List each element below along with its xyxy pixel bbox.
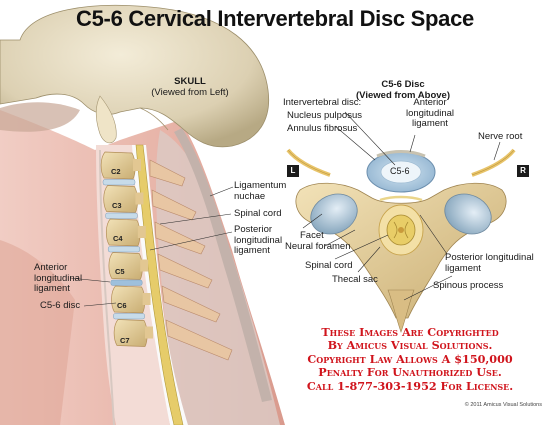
- label-annulus-fibrosus: Annulus fibrosus: [287, 123, 358, 134]
- label-posterior-ligament-axial: Posterior longitudinal ligament: [445, 252, 534, 274]
- label-facet: Facet: [300, 230, 324, 241]
- posterior-ligament-band: [379, 195, 423, 202]
- skull-caption-line2: (Viewed from Left): [151, 86, 229, 98]
- anterior-longitudinal-ligament-line: [99, 149, 115, 425]
- right-side-marker: R: [517, 165, 529, 177]
- vertebra-label-c5: C5: [115, 267, 125, 276]
- disc-view-caption-line2: (Viewed from Above): [356, 89, 450, 101]
- label-spinous-process: Spinous process: [433, 280, 504, 291]
- copyright-line-2: By Amicus Visual Solutions.: [327, 338, 493, 353]
- anterior-ligament-band: [376, 150, 426, 158]
- label-posterior-ligament-side: Posterior longitudinal ligament: [234, 224, 283, 257]
- label-spinal-cord-axial: Spinal cord: [305, 260, 353, 271]
- vertebra-label-c4: C4: [113, 234, 123, 243]
- skull-caption-line1: SKULL: [174, 76, 206, 87]
- label-ligamentum-nuchae-line2: nuchae: [234, 190, 266, 202]
- cord-grey-matter-center: [398, 227, 404, 233]
- intervertebral-disc-c6: [113, 313, 145, 320]
- leader-lines: [69, 111, 501, 307]
- label-posterior-ligament-axial-line2: ligament: [445, 262, 481, 274]
- label-posterior-ligament-side-line1: Posterior: [234, 224, 273, 235]
- label-nucleus-pulposus: Nucleus pulposus: [287, 110, 362, 121]
- intervertebral-disc-c5: [110, 279, 143, 286]
- label-neural-foramen: Neural foramen: [285, 241, 351, 252]
- label-posterior-ligament-axial-line1: Posterior longitudinal: [445, 252, 534, 263]
- vertebral-body-c7: [113, 319, 148, 347]
- label-spinal-cord-side: Spinal cord: [234, 208, 282, 219]
- intervertebral-disc-c4: [107, 246, 141, 253]
- label-c56-disc: C5-6 disc: [40, 300, 81, 311]
- skull: [0, 4, 270, 148]
- nerve-root-right: [471, 148, 516, 177]
- vertebral-body-c2: [100, 151, 136, 180]
- copyright-notice: These Images Are Copyrighted By Amicus V…: [270, 325, 550, 393]
- jaw-shadow: [0, 102, 80, 132]
- label-anterior-ligament-side: Anterior longitudinal ligament: [34, 262, 83, 295]
- vertebral-body-c4: [105, 218, 141, 247]
- disc-view-caption-line1: C5-6 Disc: [381, 79, 425, 90]
- label-posterior-ligament-side-line2: longitudinal: [234, 234, 283, 246]
- vertebral-bodies: [99, 149, 153, 425]
- vertebral-body-c6: [111, 285, 146, 314]
- copyright-line-1: These Images Are Copyrighted: [321, 325, 499, 339]
- pedicle-c5: [140, 259, 149, 272]
- label-anterior-ligament-axial-line2: longitudinal: [405, 107, 455, 119]
- label-nerve-root: Nerve root: [478, 131, 523, 142]
- vertebra-label-c7: C7: [120, 336, 130, 345]
- diagram-title: C5-6 Cervical Intervertebral Disc Space: [76, 6, 474, 31]
- intervertebral-disc-c2: [102, 179, 136, 186]
- label-anterior-ligament-axial-line3: ligament: [412, 118, 448, 129]
- vertebra-label-c2: C2: [111, 167, 121, 176]
- spinous-processes-side: [149, 159, 233, 361]
- copyright-line-3: Copyright Law Allows A $150,000: [307, 351, 513, 366]
- ligamentum-nuchae: [174, 128, 272, 402]
- left-side-marker: L: [287, 165, 299, 177]
- label-posterior-ligament-side-line3: ligament: [234, 245, 270, 256]
- label-thecal-sac: Thecal sac: [332, 274, 378, 285]
- nerve-root-detail-right: [471, 149, 515, 176]
- image-credit: © 2011 Amicus Visual Solutions: [464, 402, 542, 408]
- mastoid-process: [95, 95, 117, 144]
- label-ligamentum-nuchae-line1: Ligamentum: [234, 180, 287, 191]
- vertebra-label-c6: C6: [117, 301, 127, 310]
- facet-right: [444, 193, 492, 235]
- skull-caption: SKULL (Viewed from Left): [150, 76, 230, 98]
- copyright-line-5: Call 1-877-303-1952 For License.: [306, 378, 514, 393]
- disc-nucleus: [380, 160, 422, 184]
- pedicle-c7: [145, 326, 153, 339]
- disc-view-caption: C5-6 Disc (Viewed from Above): [355, 79, 451, 101]
- label-anterior-ligament-side-line3: ligament: [34, 283, 70, 294]
- vertebral-body-c5: [108, 252, 143, 280]
- axial-view: [286, 148, 516, 333]
- label-anterior-ligament-side-line1: Anterior: [34, 262, 68, 273]
- label-intervertebral-disc: Intervertebral disc:: [283, 97, 362, 108]
- spinal-cord-side: [135, 144, 184, 425]
- vertebral-body-c3: [103, 185, 138, 213]
- pedicle-c4: [137, 226, 146, 238]
- label-ligamentum-nuchae: Ligamentum nuchae: [234, 180, 287, 202]
- label-anterior-ligament-axial-line1: Anterior: [413, 97, 447, 108]
- pedicle-c3: [135, 192, 144, 205]
- pedicle-c6: [142, 293, 151, 305]
- occipital-detail: [139, 107, 169, 131]
- vertebra-label-c3: C3: [112, 201, 122, 210]
- intervertebral-disc-c3: [105, 212, 138, 219]
- pedicle-c2: [133, 159, 141, 171]
- label-anterior-ligament-axial: Anterior longitudinal ligament: [400, 97, 460, 130]
- disc-center-label: C5-6: [390, 166, 410, 176]
- throat-shading: [0, 240, 75, 425]
- label-anterior-ligament-side-line2: longitudinal: [34, 272, 83, 284]
- nerve-root-detail-left: [287, 149, 331, 176]
- copyright-line-4: Penalty For Unauthorized Use.: [318, 365, 502, 380]
- facet-left: [310, 193, 358, 235]
